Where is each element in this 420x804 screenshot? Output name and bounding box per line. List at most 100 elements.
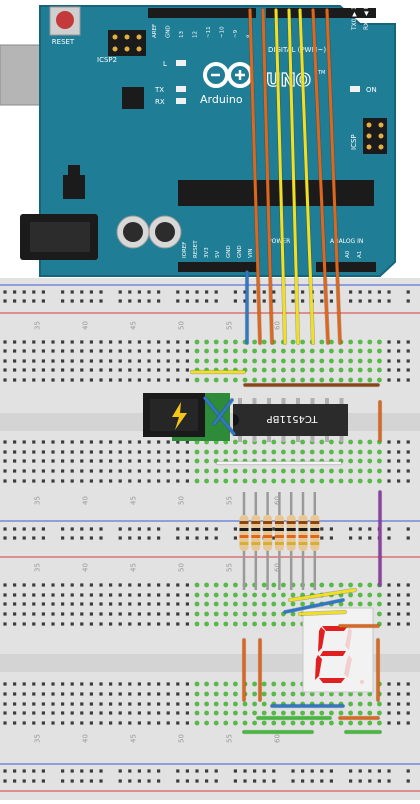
active-hole xyxy=(252,468,257,474)
active-hole xyxy=(242,710,248,716)
active-hole xyxy=(367,348,373,354)
rail-hole xyxy=(185,536,189,540)
breadboard-hole xyxy=(387,711,391,715)
analog-pin-a0: A0 xyxy=(345,250,351,258)
active-hole xyxy=(204,710,210,716)
breadboard-hole xyxy=(22,359,26,363)
breadboard-hole xyxy=(137,612,141,616)
active-hole xyxy=(319,367,325,373)
breadboard-hole xyxy=(89,340,93,344)
breadboard-hole xyxy=(22,602,26,606)
rail-hole xyxy=(205,527,209,531)
active-hole xyxy=(242,377,248,383)
voltage-regulator xyxy=(63,175,85,199)
active-hole xyxy=(213,691,219,697)
breadboard-hole xyxy=(3,378,7,382)
breadboard-hole xyxy=(32,440,36,444)
rail-hole xyxy=(205,290,209,294)
active-hole xyxy=(204,611,210,617)
breadboard-hole xyxy=(89,612,93,616)
active-hole xyxy=(242,611,248,617)
breadboard-hole xyxy=(166,593,170,597)
active-hole xyxy=(261,582,267,588)
rail-hole xyxy=(406,769,410,773)
breadboard-hole xyxy=(80,469,84,473)
active-hole xyxy=(290,691,296,697)
reset-button-cap[interactable] xyxy=(56,11,74,29)
rail-hole xyxy=(89,769,93,773)
rail-hole xyxy=(368,299,372,303)
rx-label: RX xyxy=(155,98,165,106)
rail-hole xyxy=(185,527,189,531)
breadboard-hole xyxy=(185,349,189,353)
rail-hole xyxy=(329,779,333,783)
active-hole xyxy=(309,377,315,383)
active-hole xyxy=(213,377,219,383)
active-hole xyxy=(223,348,229,354)
rail-hole xyxy=(301,290,305,294)
breadboard-hole xyxy=(3,469,7,473)
breadboard-hole xyxy=(80,440,84,444)
breadboard-hole xyxy=(166,450,170,454)
active-hole xyxy=(290,621,296,627)
wire-orange-2 xyxy=(261,8,274,345)
column-number: 60 xyxy=(273,734,281,743)
rail-hole xyxy=(70,769,74,773)
breadboard-hole xyxy=(406,368,410,372)
resistor-body xyxy=(239,515,249,551)
breadboard-hole xyxy=(70,692,74,696)
active-hole xyxy=(242,449,248,455)
active-hole xyxy=(357,701,363,707)
active-hole xyxy=(204,458,210,464)
breadboard-hole xyxy=(32,459,36,463)
breadboard-hole xyxy=(387,682,391,686)
rail-hole xyxy=(291,299,295,303)
breadboard-hole xyxy=(137,340,141,344)
active-hole xyxy=(252,691,257,697)
l-label: L xyxy=(163,60,167,68)
breadboard-hole xyxy=(89,602,93,606)
breadboard-hole xyxy=(176,340,180,344)
breadboard-hole xyxy=(99,612,103,616)
capacitor-left-top xyxy=(123,222,143,242)
analog-pin-a1: A1 xyxy=(357,251,363,258)
breadboard-hole xyxy=(406,702,410,706)
rail-hole xyxy=(291,779,295,783)
rail-hole xyxy=(3,779,7,783)
rail-hole xyxy=(205,536,209,540)
breadboard-hole xyxy=(166,459,170,463)
active-hole xyxy=(194,468,200,474)
rail-hole xyxy=(185,290,189,294)
active-hole xyxy=(194,592,200,598)
rx-led xyxy=(176,98,186,104)
breadboard-hole xyxy=(185,459,189,463)
active-hole xyxy=(309,582,315,588)
breadboard-hole xyxy=(397,711,401,715)
breadboard-hole xyxy=(147,440,151,444)
breadboard-hole xyxy=(99,368,103,372)
active-hole xyxy=(223,339,229,345)
rail-hole xyxy=(368,527,372,531)
active-hole xyxy=(329,449,334,455)
active-hole xyxy=(252,377,257,383)
active-hole xyxy=(377,710,382,716)
breadboard-hole xyxy=(3,450,7,454)
breadboard-hole xyxy=(41,711,45,715)
resistor-body xyxy=(263,515,273,551)
breadboard-hole xyxy=(109,469,113,473)
breadboard-hole xyxy=(32,368,36,372)
breadboard-hole xyxy=(128,721,132,725)
active-hole xyxy=(252,701,257,707)
breadboard-hole xyxy=(13,692,17,696)
breadboard-hole xyxy=(176,602,180,606)
breadboard-hole xyxy=(157,612,161,616)
wire-orange-3 xyxy=(311,8,330,345)
breadboard-hole xyxy=(387,612,391,616)
active-hole xyxy=(300,710,305,716)
breadboard-hole xyxy=(13,479,17,483)
active-hole xyxy=(281,582,286,588)
rail-hole xyxy=(61,779,65,783)
breadboard-hole xyxy=(128,612,132,616)
active-hole xyxy=(261,601,267,607)
breadboard-hole xyxy=(80,340,84,344)
